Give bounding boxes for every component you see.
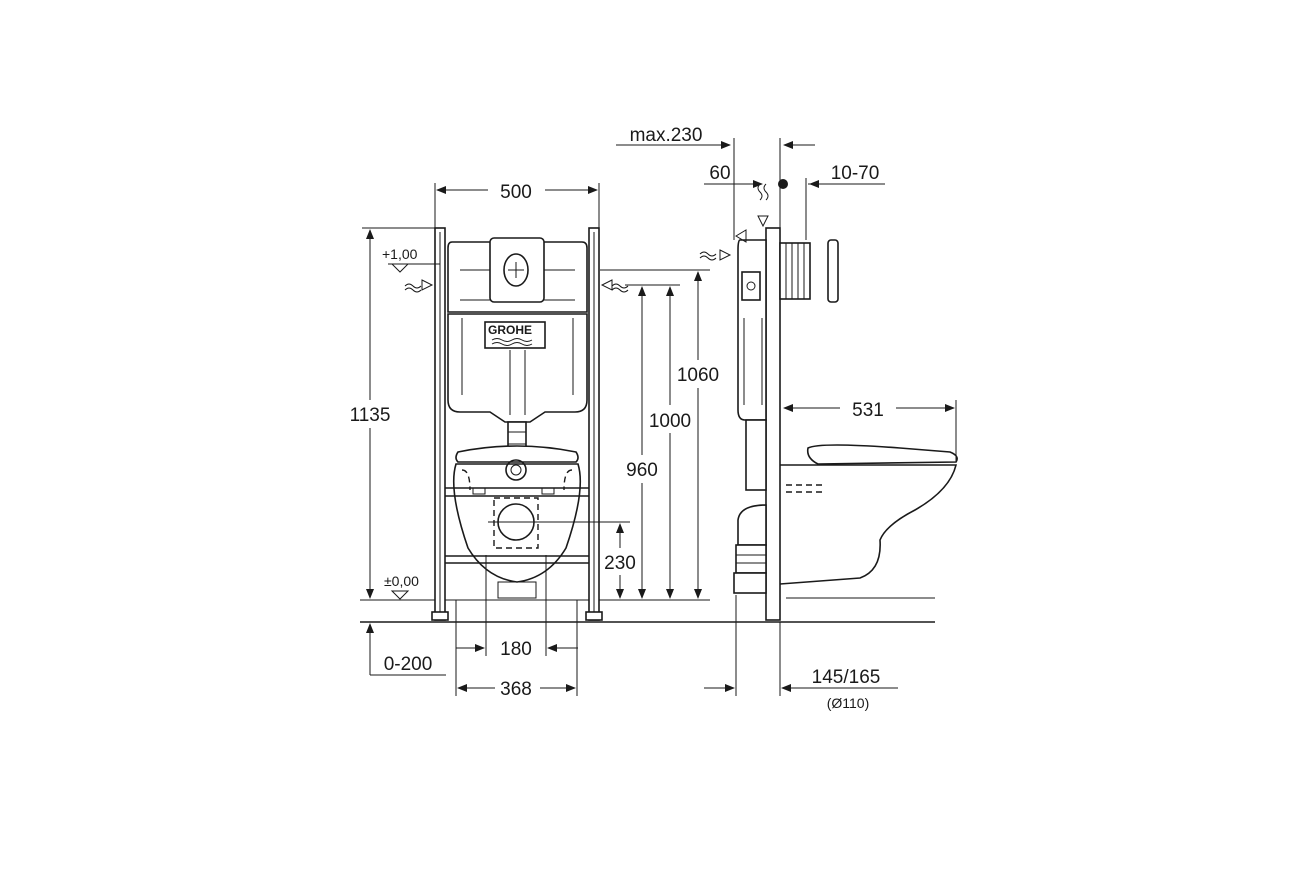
brand-logo [484, 321, 546, 349]
waste-outlet [493, 497, 539, 549]
toilet-bowl-side [779, 464, 958, 585]
flush-pipe-side [745, 419, 767, 491]
front-view: GROHE +1,00 ±0,00 [350, 182, 935, 700]
dim-pipe-diameter-label: (Ø110) [827, 695, 870, 711]
dim-960-label: 960 [626, 460, 658, 481]
level-floor-label: ±0,00 [384, 573, 419, 589]
dim-500-label: 500 [500, 182, 532, 203]
flush-icon [757, 215, 769, 228]
toilet-bowl-front [452, 463, 582, 583]
dim-180-label: 180 [500, 639, 532, 660]
level-top-label: +1,00 [382, 246, 418, 262]
water-inlet-side-icon [699, 251, 717, 257]
dim-1000-label: 1000 [649, 411, 691, 432]
dim-145-165-label: 145/165 [812, 667, 881, 688]
bowl-base [497, 581, 537, 599]
level-floor-icon [390, 590, 410, 600]
actuator-plate-side [827, 239, 839, 303]
waste-pipe [735, 544, 767, 574]
dim-1135-label: 1135 [350, 405, 391, 426]
dim-max230-label: max.230 [630, 125, 703, 146]
flush-button-icon [503, 253, 529, 287]
level-top-icon [390, 263, 410, 273]
valve-box [741, 271, 761, 301]
waste-elbow [737, 504, 767, 546]
dim-230-label: 230 [604, 553, 636, 574]
dim-531-label: 531 [852, 400, 884, 421]
frame-foot-right [585, 611, 603, 621]
toilet-seat-front [455, 445, 579, 463]
flush-inlet-icon [505, 459, 527, 481]
toilet-seat-side [806, 444, 958, 465]
dim-368-label: 368 [500, 679, 532, 700]
dim-1060-label: 1060 [677, 365, 719, 386]
water-inlet-right-icon [611, 283, 629, 289]
dim-10-70-label: 10-70 [831, 163, 880, 184]
water-inlet-left-icon [404, 283, 422, 289]
side-view: max.230 60 10-70 531 145/165 (Ø110) [616, 125, 958, 711]
frame-post-side [765, 227, 781, 621]
flush-plate-side [779, 242, 811, 300]
frame-foot-left [431, 611, 449, 621]
dim-60-label: 60 [709, 163, 730, 184]
dim-0-200-label: 0-200 [384, 654, 433, 675]
brand-logo-text: GROHE [488, 323, 532, 337]
cistern-tank [447, 313, 588, 423]
waste-pipe-bottom [733, 572, 767, 594]
